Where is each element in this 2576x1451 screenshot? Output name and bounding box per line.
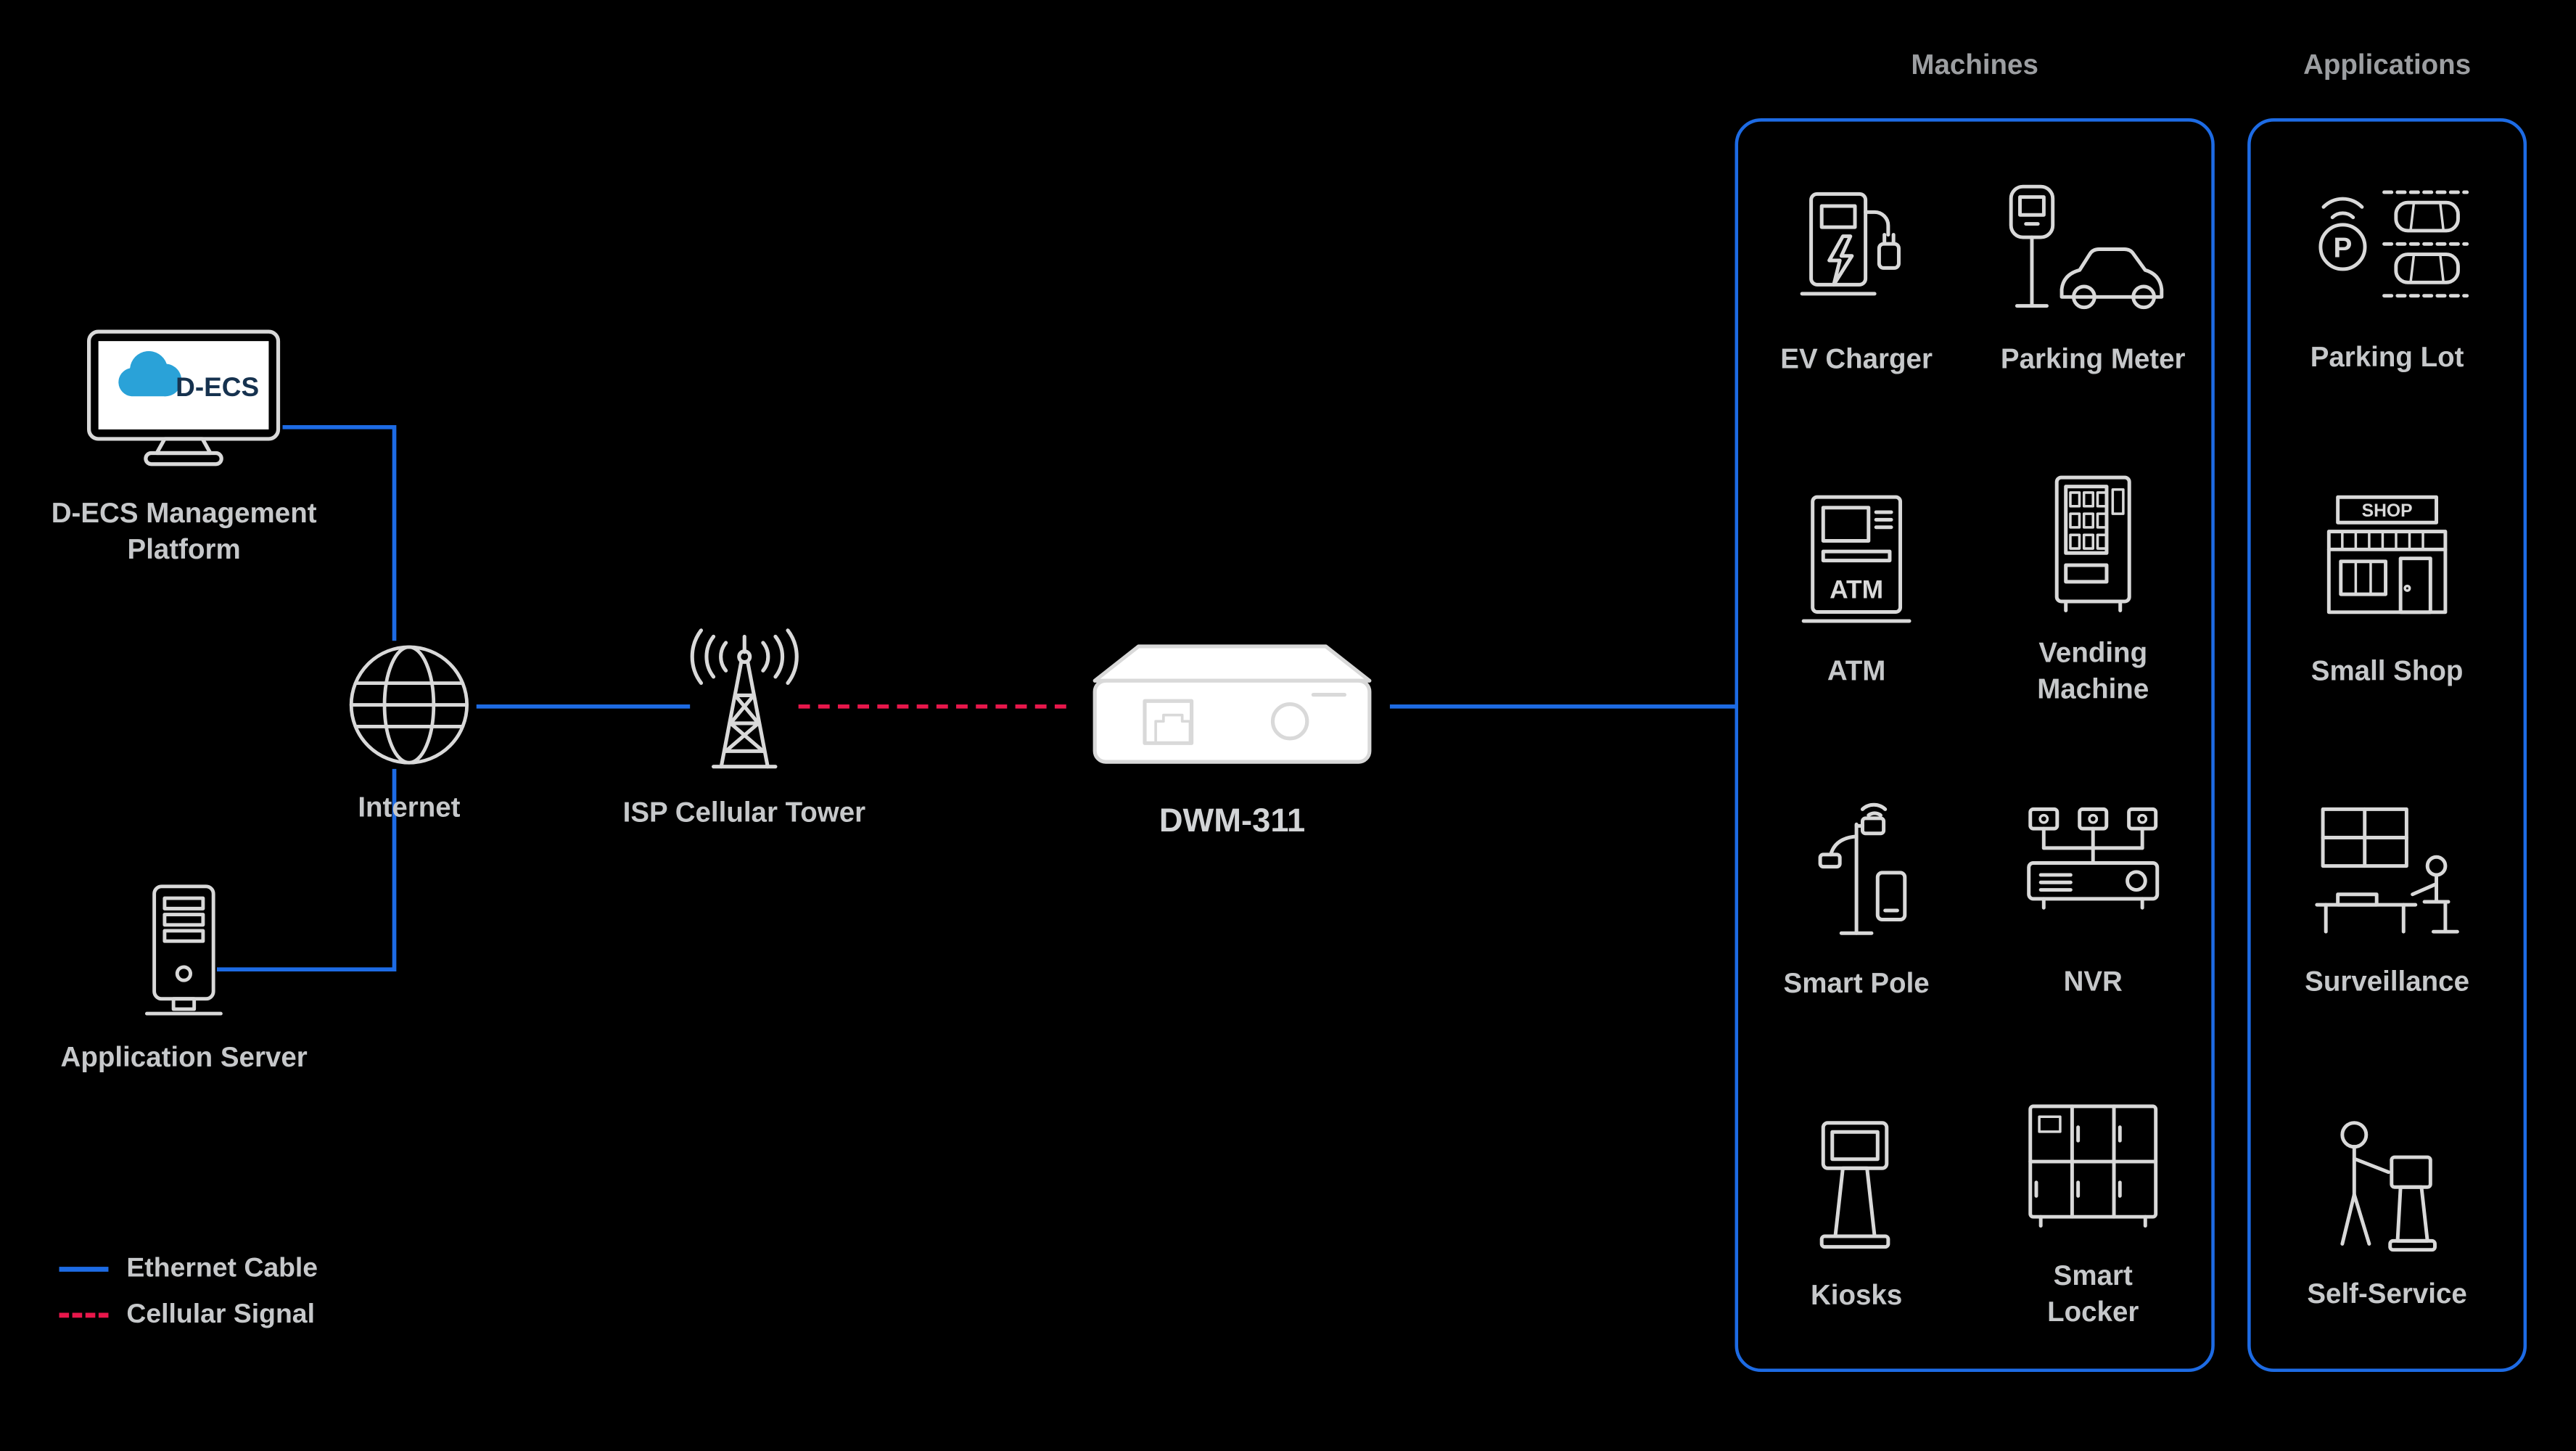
machine-item-label: Kiosks xyxy=(1810,1279,1903,1311)
application-server-label: Application Server xyxy=(60,1041,308,1073)
smart-pole-icon xyxy=(1818,802,1907,935)
legend: Ethernet Cable Cellular Signal xyxy=(59,1246,318,1338)
machine-item-parking-meter: Parking Meter xyxy=(1975,122,2211,434)
machine-item-label: Smart Pole xyxy=(1783,967,1930,999)
machine-item-label: Parking Meter xyxy=(2000,342,2186,374)
router-label: DWM-311 xyxy=(1159,803,1306,840)
application-item-surveillance: Surveillance xyxy=(2251,745,2524,1057)
cellular-tower-icon xyxy=(690,628,799,769)
application-item-parking-lot: P Parking Lot xyxy=(2251,122,2524,434)
dwm-311-router-icon xyxy=(1092,644,1372,764)
ev-charger-icon xyxy=(1800,192,1901,297)
cellular-line-sample xyxy=(59,1312,109,1318)
application-item-label: Surveillance xyxy=(2305,966,2470,998)
machine-item-nvr: NVR xyxy=(1975,745,2211,1057)
application-item-label: Small Shop xyxy=(2310,654,2464,686)
machine-item-vending-machine: Vending Machine xyxy=(1975,433,2211,745)
management-platform-label: D-ECS Management Platform xyxy=(51,498,317,567)
application-server-icon xyxy=(145,884,223,1016)
internet-label: Internet xyxy=(358,792,461,823)
machine-item-kiosks: Kiosks xyxy=(1738,1057,1975,1369)
machine-item-smart-locker: Smart Locker xyxy=(1975,1057,2211,1369)
wire-management-to-internet xyxy=(282,424,397,641)
machines-panel-title: Machines xyxy=(1911,49,2038,81)
decs-monitor-icon: D-ECS xyxy=(87,329,281,466)
machine-item-smart-pole: Smart Pole xyxy=(1738,745,1975,1057)
shop-sign-text: SHOP xyxy=(2362,501,2413,520)
machine-item-label: Vending Machine xyxy=(2037,637,2149,705)
applications-panel-title: Applications xyxy=(2303,49,2472,81)
application-item-label: Self-Service xyxy=(2307,1278,2467,1310)
kiosk-icon xyxy=(1819,1120,1890,1249)
atm-icon-text: ATM xyxy=(1830,575,1883,604)
node-isp-cellular-tower: ISP Cellular Tower xyxy=(622,621,866,832)
surveillance-icon xyxy=(2315,807,2459,934)
applications-panel: P Parking Lot SHOP xyxy=(2247,118,2527,1373)
legend-label-cellular: Cellular Signal xyxy=(126,1299,315,1329)
parking-lot-icon: P xyxy=(2318,191,2469,298)
machine-item-ev-charger: EV Charger xyxy=(1738,122,1975,434)
machine-item-atm: ATM ATM xyxy=(1738,433,1975,745)
machine-item-label: EV Charger xyxy=(1780,344,1933,376)
isp-tower-label: ISP Cellular Tower xyxy=(622,797,866,829)
node-dwm-311: DWM-311 xyxy=(1076,628,1388,844)
machine-item-label: NVR xyxy=(2063,966,2123,998)
ethernet-line-sample xyxy=(59,1265,109,1271)
legend-label-ethernet: Ethernet Cable xyxy=(126,1252,318,1283)
wire-server-to-internet xyxy=(216,768,397,972)
parking-meter-icon xyxy=(2009,184,2164,309)
smart-locker-icon xyxy=(2028,1104,2158,1228)
internet-globe-icon xyxy=(349,645,469,765)
node-internet: Internet xyxy=(337,633,481,827)
nvr-icon xyxy=(2027,807,2160,911)
self-service-icon xyxy=(2340,1121,2437,1252)
atm-icon: ATM xyxy=(1801,495,1912,623)
legend-row-ethernet: Ethernet Cable xyxy=(59,1246,318,1291)
node-management-platform: D-ECS D-ECS Management Platform xyxy=(52,325,317,570)
machine-item-label: Smart Locker xyxy=(2047,1260,2139,1328)
application-item-label: Parking Lot xyxy=(2310,342,2464,374)
parking-icon-text: P xyxy=(2334,233,2353,264)
node-application-server: Application Server xyxy=(61,879,308,1077)
legend-row-cellular: Cellular Signal xyxy=(59,1291,318,1337)
vending-machine-icon xyxy=(2054,475,2131,613)
decs-logo-text: D-ECS xyxy=(176,372,260,402)
application-item-self-service: Self-Service xyxy=(2251,1057,2524,1369)
machine-item-label: ATM xyxy=(1827,655,1886,687)
application-item-small-shop: SHOP Small Shop xyxy=(2251,433,2524,745)
small-shop-icon: SHOP xyxy=(2326,494,2448,614)
machines-panel: EV Charger Parking Meter xyxy=(1735,118,2215,1373)
